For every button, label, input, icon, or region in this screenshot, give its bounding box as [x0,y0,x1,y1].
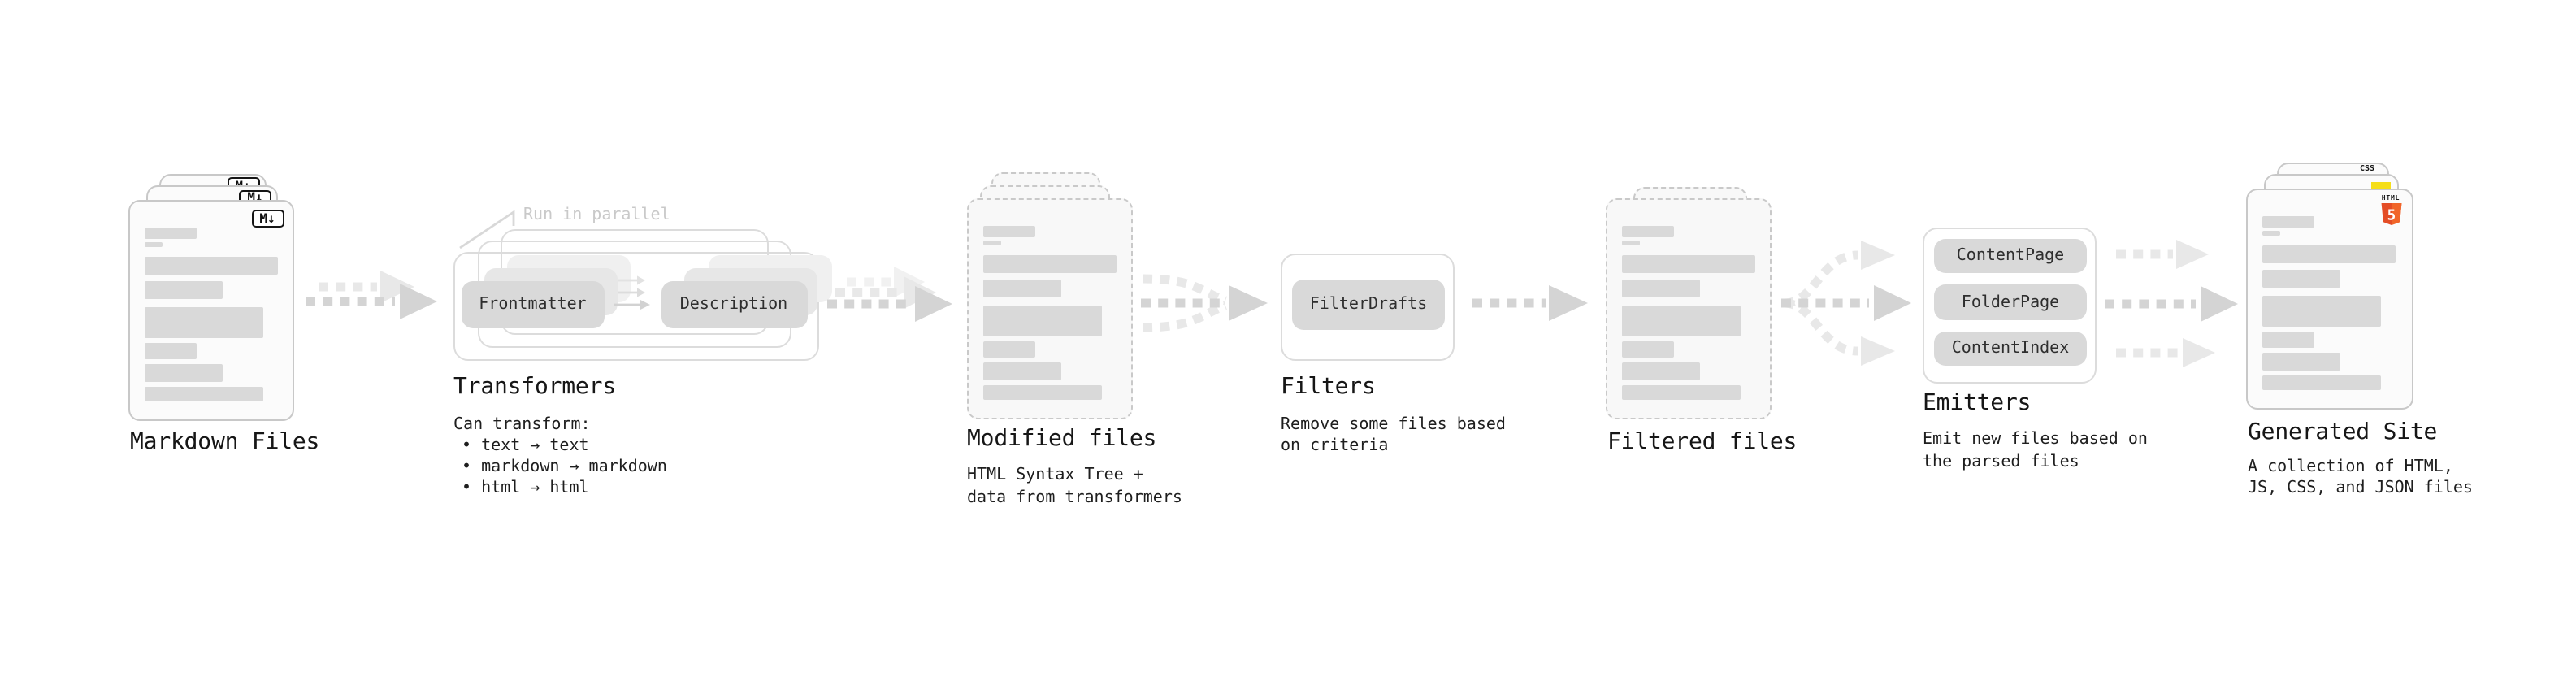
transformer-container [453,252,818,360]
arrow-emitters-to-generated [2105,240,2238,367]
css-icon-word: CSS [2359,163,2375,173]
arrow-modified-to-filters-fan-in [1141,274,1268,332]
stage-description: Emit new files based on the parsed files [1923,431,2148,471]
arrow-transformers-to-modified [827,267,952,322]
bullet-item: • html → html [462,479,589,497]
stage-description: A collection of HTML, JS, CSS, and JSON … [2248,458,2473,497]
stage-heading: Modified files [967,426,1157,452]
bullet-item: • text → text [462,437,589,455]
stage-heading: Markdown Files [130,428,320,454]
html5-icon: HTML 5 [2380,193,2401,232]
document [966,197,1132,419]
document: HTML 5 [2246,188,2413,409]
js-icon [2370,181,2390,189]
html5-number: 5 [2387,207,2396,223]
arrow-filtered-to-emitters-fan-out [1781,241,1911,366]
markdown-icon: M↓ [251,210,284,228]
stage-heading: Emitters [1923,390,2032,416]
stage-heading: Filters [1281,373,1376,399]
stage-heading: Transformers [453,374,616,400]
stage-description: Can transform: [453,416,591,434]
bullet-item: • markdown → markdown [462,458,667,476]
frontmatter-box: Frontmatter [462,280,604,328]
emitters-container [1923,227,2096,383]
document [1605,197,1772,419]
arrow-markdown-to-transformers [306,271,437,319]
run-in-parallel-note: Run in parallel [523,206,670,224]
folderpage-box: FolderPage [1934,284,2087,320]
filters-container [1281,253,1455,360]
html5-shield: 5 [2380,203,2401,225]
arrow-filters-to-filtered [1472,285,1588,321]
contentpage-box: ContentPage [1934,238,2087,272]
stage-description: Remove some files based on criteria [1281,415,1506,455]
description-box: Description [661,280,807,328]
document: M↓ [128,199,294,420]
stage-description: HTML Syntax Tree + data from transformer… [967,466,1182,506]
filterdrafts-box: FilterDrafts [1292,279,1445,330]
contentindex-box: ContentIndex [1934,332,2087,366]
stage-heading: Filtered files [1607,428,1798,454]
html5-icon-word: HTML [2381,193,2400,201]
stage-heading: Generated Site [2248,419,2438,445]
